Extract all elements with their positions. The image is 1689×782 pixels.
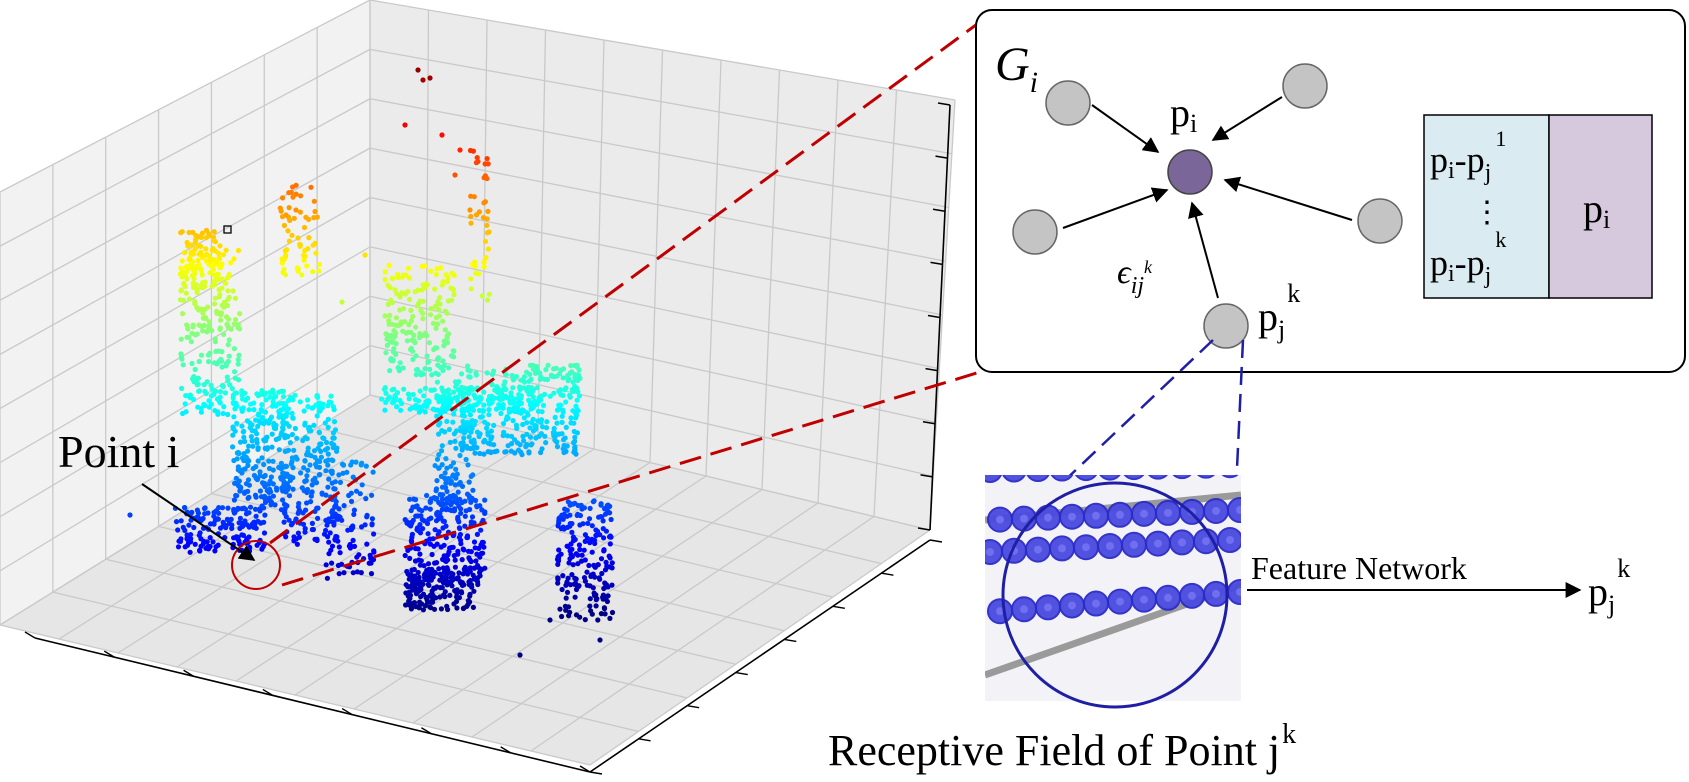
zoom-dots — [985, 475, 1241, 625]
feature-concat-box: pi-pj1 ⋮ pi-pjk pi — [1423, 114, 1653, 299]
feature-right-cell — [1548, 114, 1653, 299]
blue-zoom-lines — [1059, 339, 1245, 491]
red-zoom-lines — [269, 20, 981, 587]
node-right — [1357, 198, 1403, 244]
graph-panel: Gi pi ϵijk pjk pi-p — [975, 9, 1686, 373]
receptive-field-caption: Receptive Field of Point jk — [828, 719, 1296, 775]
neighbor-node-label: pjk — [1258, 279, 1300, 344]
feature-network-label: Feature Network — [1251, 550, 1467, 586]
edge-top-left — [1091, 104, 1160, 153]
node-center — [1167, 149, 1213, 195]
node-top-left — [1045, 80, 1091, 126]
back-wall-left — [0, 0, 370, 625]
output-feature-label: pjk — [1588, 554, 1630, 619]
feature-right-label: pi — [1583, 186, 1610, 234]
point-i-arrow — [141, 483, 256, 561]
edge-bottom — [1188, 201, 1219, 299]
edge-top-right — [1211, 96, 1283, 141]
node-left — [1012, 209, 1058, 255]
small-marker — [223, 225, 232, 234]
edge-right — [1223, 176, 1353, 221]
graph-title-sub: i — [1030, 66, 1038, 99]
floor-pane — [0, 395, 930, 765]
edge-left — [1062, 187, 1169, 229]
edge-label: ϵijk — [1117, 254, 1153, 299]
feature-row-2: pi-pjk — [1430, 227, 1506, 289]
axis-ticks — [24, 102, 951, 775]
feature-ellipsis: ⋮ — [1472, 196, 1502, 229]
feature-row-1: pi-pj1 — [1430, 126, 1506, 186]
point-cloud — [127, 67, 616, 658]
graph-title-main: G — [995, 38, 1030, 91]
receptive-field-circle — [1001, 481, 1229, 709]
graph-edges — [1062, 96, 1353, 299]
point-i-highlight — [231, 540, 281, 590]
point-i-label: Point i — [58, 426, 179, 477]
graph-title: Gi — [995, 38, 1038, 99]
node-neighbor-k — [1203, 303, 1249, 349]
receptive-field-zoom — [985, 475, 1241, 709]
scatter-3d-plot: Point i — [0, 0, 956, 775]
node-top-right — [1282, 63, 1328, 109]
center-node-label: pi — [1170, 90, 1197, 138]
